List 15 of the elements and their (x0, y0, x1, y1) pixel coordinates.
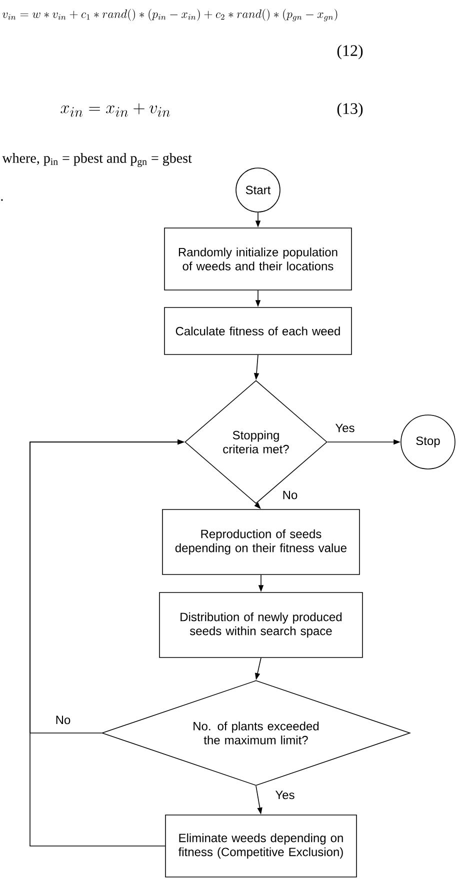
process-box: Eliminate weeds depending on fitness (Competitive Exclusion) (165, 814, 357, 878)
edge-label: No (281, 490, 299, 500)
equation-number: (13) (337, 102, 363, 118)
note-text: where, p$_{in}$ = pbest and p$_{gn}$ = gbest (2, 153, 192, 167)
equation: $v_{in} = w*v_{in} + c_1*rand()*(p_{in} - x_{in}) + c_2*rand()*(p_{gn} - x_{gn})$ (2, 8, 338, 22)
process-box: Calculate fitness of each weed (164, 307, 352, 355)
edge-label: Yes (334, 422, 356, 434)
equation: $x_{in} = x_{in} + v_{in}$ (60, 103, 170, 117)
process-box: Distribution of newly produced seeds within search space (159, 592, 363, 658)
edge-label: Yes (274, 790, 296, 800)
edge-label: No (54, 714, 72, 726)
process-box: Randomly initialize population of weeds and their locations (164, 228, 352, 290)
equation-number: (12) (337, 44, 363, 60)
process-box: Reproduction of seeds depending on their fitness value (162, 509, 360, 575)
note-text: . (1, 199, 3, 201)
